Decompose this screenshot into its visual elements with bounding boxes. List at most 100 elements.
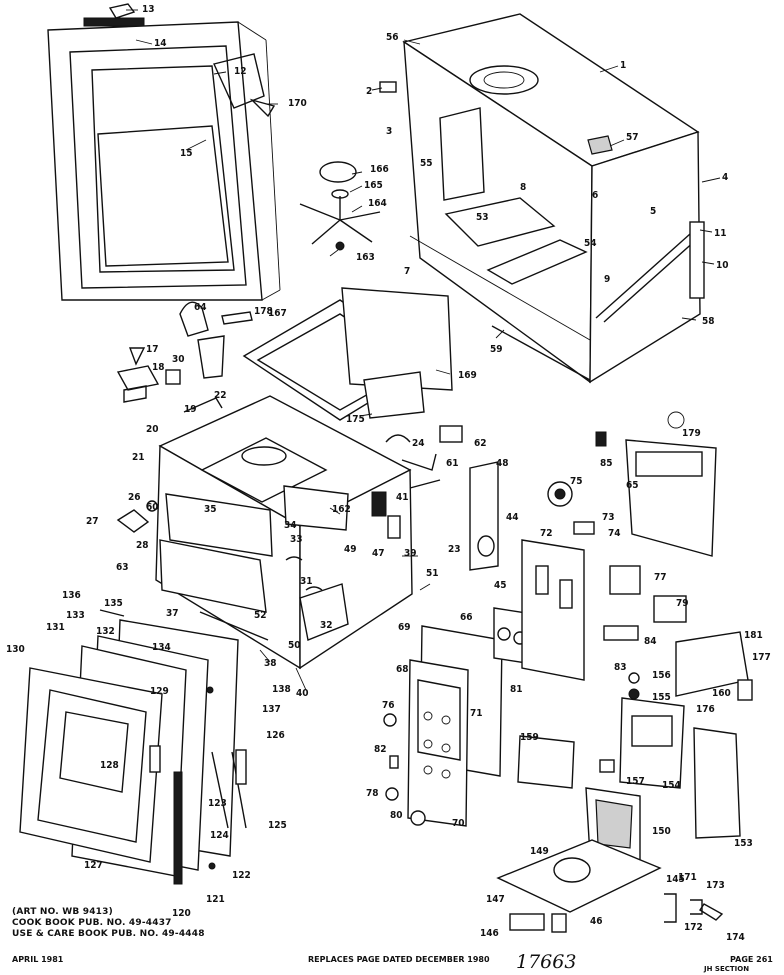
callout-146: 146 bbox=[480, 928, 499, 939]
callout-51: 51 bbox=[426, 568, 439, 579]
callout-126: 126 bbox=[266, 730, 285, 741]
callout-48: 48 bbox=[496, 458, 509, 469]
callout-23: 23 bbox=[448, 544, 461, 555]
art-number: (ART NO. WB 9413) bbox=[12, 907, 113, 917]
callout-10: 10 bbox=[716, 260, 729, 271]
callout-15: 15 bbox=[180, 148, 193, 159]
callout-1: 1 bbox=[620, 60, 626, 71]
callout-160: 160 bbox=[712, 688, 731, 699]
callout-47: 47 bbox=[372, 548, 385, 559]
callout-124: 124 bbox=[210, 830, 229, 841]
callout-60: 60 bbox=[146, 502, 159, 513]
oven-cavity bbox=[155, 395, 463, 670]
callout-123: 123 bbox=[208, 798, 227, 809]
callout-181: 181 bbox=[744, 630, 763, 641]
callout-14: 14 bbox=[154, 38, 167, 49]
callout-9: 9 bbox=[604, 274, 610, 285]
callout-41: 41 bbox=[396, 492, 409, 503]
callout-78: 78 bbox=[366, 788, 379, 799]
callout-74: 74 bbox=[608, 528, 621, 539]
callout-22: 22 bbox=[214, 390, 227, 401]
callout-131: 131 bbox=[46, 622, 65, 633]
callout-69: 69 bbox=[398, 622, 411, 633]
callout-133: 133 bbox=[66, 610, 85, 621]
callout-155: 155 bbox=[652, 692, 671, 703]
callout-77: 77 bbox=[654, 572, 667, 583]
outer-case bbox=[379, 13, 705, 384]
callout-35: 35 bbox=[204, 504, 217, 515]
callout-150: 150 bbox=[652, 826, 671, 837]
callout-5: 5 bbox=[650, 206, 656, 217]
callout-153: 153 bbox=[734, 838, 753, 849]
callout-63: 63 bbox=[116, 562, 129, 573]
fan-assembly bbox=[299, 161, 381, 251]
callout-52: 52 bbox=[254, 610, 267, 621]
callout-79: 79 bbox=[676, 598, 689, 609]
callout-32: 32 bbox=[320, 620, 333, 631]
control-panel bbox=[383, 461, 595, 827]
callout-labels: 1234567891011121314151718192021222324262… bbox=[6, 4, 771, 943]
callout-50: 50 bbox=[288, 640, 301, 651]
callout-178: 178 bbox=[254, 306, 273, 317]
callout-82: 82 bbox=[374, 744, 387, 755]
callout-73: 73 bbox=[602, 512, 615, 523]
callout-170: 170 bbox=[288, 98, 307, 109]
callout-20: 20 bbox=[146, 424, 159, 435]
callout-8: 8 bbox=[520, 182, 526, 193]
callout-21: 21 bbox=[132, 452, 145, 463]
callout-66: 66 bbox=[460, 612, 473, 623]
callout-167: 167 bbox=[268, 308, 287, 319]
callout-174: 174 bbox=[726, 932, 745, 943]
callout-65: 65 bbox=[626, 480, 639, 491]
publication-notes: (ART NO. WB 9413) COOK BOOK PUB. NO. 49-… bbox=[12, 907, 205, 940]
callout-154: 154 bbox=[662, 780, 681, 791]
callout-13: 13 bbox=[142, 4, 155, 15]
top-cover bbox=[116, 287, 453, 421]
footer-replaces: REPLACES PAGE DATED DECEMBER 1980 bbox=[308, 955, 490, 964]
callout-45: 45 bbox=[494, 580, 507, 591]
callout-127: 127 bbox=[84, 860, 103, 871]
callout-62: 62 bbox=[474, 438, 487, 449]
callout-164: 164 bbox=[368, 198, 387, 209]
callout-172: 172 bbox=[684, 922, 703, 933]
callout-54: 54 bbox=[584, 238, 597, 249]
footer-date: APRIL 1981 bbox=[12, 955, 64, 964]
callout-173: 173 bbox=[706, 880, 725, 891]
callout-31: 31 bbox=[300, 576, 313, 587]
callout-83: 83 bbox=[614, 662, 627, 673]
callout-2: 2 bbox=[366, 86, 372, 97]
callout-34: 34 bbox=[284, 520, 297, 531]
front-frame bbox=[47, 3, 281, 301]
callout-84: 84 bbox=[644, 636, 657, 647]
callout-166: 166 bbox=[370, 164, 389, 175]
callout-38: 38 bbox=[264, 658, 277, 669]
callout-44: 44 bbox=[506, 512, 519, 523]
footer-section: JH SECTION bbox=[704, 965, 750, 973]
callout-17: 17 bbox=[146, 344, 159, 355]
callout-71: 71 bbox=[470, 708, 483, 719]
callout-81: 81 bbox=[510, 684, 523, 695]
callout-132: 132 bbox=[96, 626, 115, 637]
callout-134: 134 bbox=[152, 642, 171, 653]
callout-135: 135 bbox=[104, 598, 123, 609]
callout-12: 12 bbox=[234, 66, 247, 77]
callout-149: 149 bbox=[530, 846, 549, 857]
callout-37: 37 bbox=[166, 608, 179, 619]
callout-26: 26 bbox=[128, 492, 141, 503]
callout-46: 46 bbox=[590, 916, 603, 927]
handwritten-number: 17663 bbox=[516, 951, 577, 973]
callout-7: 7 bbox=[404, 266, 410, 277]
use-care-book-pub: USE & CARE BOOK PUB. NO. 49-4448 bbox=[12, 929, 205, 939]
callout-30: 30 bbox=[172, 354, 185, 365]
misc-small-parts bbox=[99, 347, 323, 870]
callout-177: 177 bbox=[752, 652, 771, 663]
callout-179: 179 bbox=[682, 428, 701, 439]
callout-76: 76 bbox=[382, 700, 395, 711]
callout-176: 176 bbox=[696, 704, 715, 715]
callout-55: 55 bbox=[420, 158, 433, 169]
callout-165: 165 bbox=[364, 180, 383, 191]
callout-6: 6 bbox=[592, 190, 598, 201]
callout-163: 163 bbox=[356, 252, 375, 263]
callout-120: 120 bbox=[172, 908, 191, 919]
callout-175: 175 bbox=[346, 414, 365, 425]
